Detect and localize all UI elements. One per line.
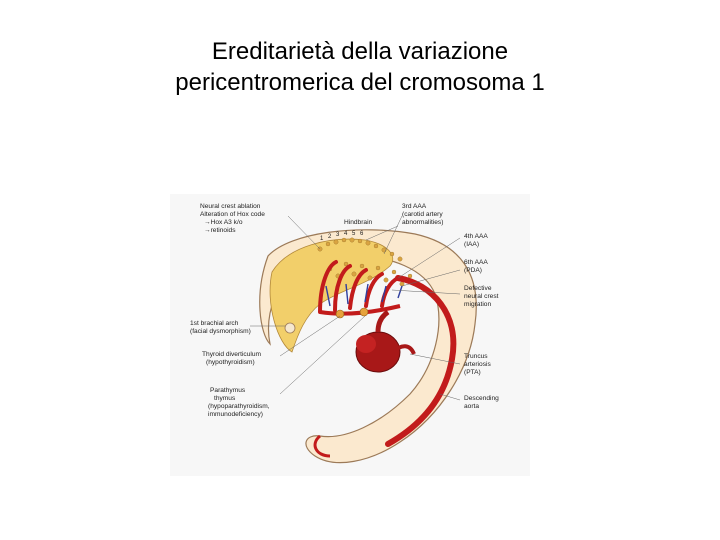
- label-migration: migration: [464, 301, 491, 308]
- slide-title-line-1: Ereditarietà della variazione: [0, 36, 720, 67]
- left-labels: Neural crest ablation Alteration of Hox …: [190, 203, 270, 418]
- label-4th-aaa: 4th AAA: [464, 233, 488, 240]
- label-hindbrain: Hindbrain: [344, 219, 373, 226]
- heart: [356, 312, 414, 372]
- label-thyroid: Thyroid diverticulum: [202, 351, 262, 358]
- label-6th-aaa: 6th AAA: [464, 259, 488, 266]
- label-descending: Descending: [464, 395, 499, 402]
- slide-title-line-2: pericentromerica del cromosoma 1: [0, 67, 720, 98]
- label-carotid-artery: (carotid artery: [402, 211, 443, 218]
- label-pta: (PTA): [464, 369, 481, 376]
- embryo-illustration: 1 2 3 4 5 6 Hindbrain Neural crest ablat…: [170, 194, 530, 476]
- label-truncus: Truncus: [464, 353, 488, 360]
- label-iaa: (IAA): [464, 241, 479, 248]
- label-hypoparathyroidism: (hypoparathyroidism,: [208, 403, 270, 410]
- label-neural-crest: neural crest: [464, 293, 499, 300]
- label-aorta: aorta: [464, 403, 479, 410]
- label-hox-a3: →Hox A3 k/o: [204, 219, 243, 226]
- label-hypothyroidism: (hypothyroidism): [206, 359, 255, 366]
- label-abnormalities: abnormalities): [402, 219, 443, 226]
- label-thymus: thymus: [214, 395, 236, 402]
- label-pda: (PDA): [464, 267, 482, 274]
- label-neural-crest-ablation: Neural crest ablation: [200, 203, 261, 210]
- label-first-arch: 1st brachial arch: [190, 320, 239, 327]
- label-retinoids: →retinoids: [204, 227, 236, 234]
- label-immunodeficiency: immunodeficiency): [208, 411, 263, 418]
- embryo-heart-diagram: 1 2 3 4 5 6 Hindbrain Neural crest ablat…: [170, 194, 530, 476]
- label-facial-dysmorphism: (facial dysmorphism): [190, 328, 251, 335]
- label-arteriosis: arteriosis: [464, 361, 491, 368]
- label-defective: Defective: [464, 285, 492, 292]
- label-parathymus: Parathymus: [210, 387, 246, 394]
- label-3rd-aaa: 3rd AAA: [402, 203, 427, 210]
- slide-title: Ereditarietà della variazione pericentro…: [0, 36, 720, 98]
- eye: [285, 323, 295, 333]
- label-hox-alteration: Alteration of Hox code: [200, 211, 265, 218]
